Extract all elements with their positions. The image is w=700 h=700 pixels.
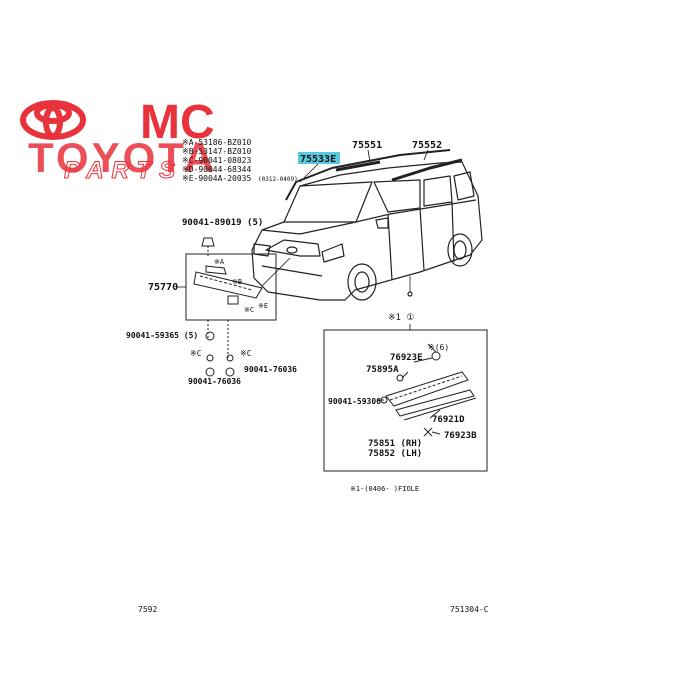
part-label-90041-89019[interactable]: 90041-89019 (5) [182, 218, 263, 228]
bracket-label-a: ※A [214, 258, 225, 266]
part-label-76921d[interactable]: 76921D [432, 415, 465, 425]
watermark-mc: MC [140, 96, 215, 149]
watermark-parts: PARTS [64, 157, 183, 184]
legend-note-c: ※C-90041-08023 [182, 156, 252, 165]
legend-note-d: ※D-90044-68344 [182, 165, 252, 174]
legend-note-a: ※A-53186-BZ010 [182, 138, 252, 147]
watermark-toyota: TOYOTA [28, 134, 217, 181]
box-title: ※1 ① [388, 313, 414, 323]
part-label-90041-59365[interactable]: 90041-59365 (5) [126, 331, 198, 340]
part-label-76923e[interactable]: 76923E [390, 353, 423, 363]
legend-suffix: (0312-0409) [258, 176, 298, 183]
legend-note-e: ※E-9004A-20035 [182, 174, 252, 183]
toyota-logo [20, 100, 86, 140]
clip-icon [201, 237, 215, 256]
group-box-rocker [323, 329, 488, 472]
part-label-75552[interactable]: 75552 [412, 140, 442, 151]
roof-rail-moulding [285, 149, 451, 201]
part-label-90041-76036-a[interactable]: 90041-76036 [244, 365, 297, 374]
page-ref-right: 751304-C [450, 605, 489, 614]
sub-label-c-left: ※C [190, 349, 202, 358]
part-label-75895a[interactable]: 75895A [366, 365, 399, 375]
bracket-label-e: ※E [258, 302, 268, 310]
part-label-75851[interactable]: 75851 (RH) [368, 439, 422, 449]
legend-note-b: ※B-53147-BZ010 [182, 147, 252, 156]
vehicle-illustration [251, 149, 483, 301]
sub-label-c-right: ※C [240, 349, 252, 358]
part-label-75770[interactable]: 75770 [148, 282, 178, 293]
qty-label-76923e: ※(6) [428, 343, 449, 352]
footnote: ※1-(0406- )FIOLE [350, 485, 419, 493]
part-label-76923b[interactable]: 76923B [444, 431, 477, 441]
part-label-90041-59306[interactable]: 90041-59306 [328, 397, 381, 406]
grille-moulding-part [193, 265, 263, 305]
part-label-75852[interactable]: 75852 (LH) [368, 449, 422, 459]
legend-notes: ※A-53186-BZ010 ※B-53147-BZ010 ※C-90041-0… [182, 138, 298, 183]
rocker-moulding-part [378, 343, 477, 437]
bracket-label-c: ※C [244, 306, 254, 314]
screw-icon [205, 331, 235, 377]
page-ref-left: 7592 [138, 605, 157, 614]
part-label-90041-76036-b[interactable]: 90041-76036 [188, 377, 241, 386]
part-highlight [298, 152, 340, 164]
part-label-75551[interactable]: 75551 [352, 140, 382, 151]
part-label-75533e[interactable]: 75533E [300, 154, 336, 165]
bracket-label-b: ※B [232, 278, 242, 286]
